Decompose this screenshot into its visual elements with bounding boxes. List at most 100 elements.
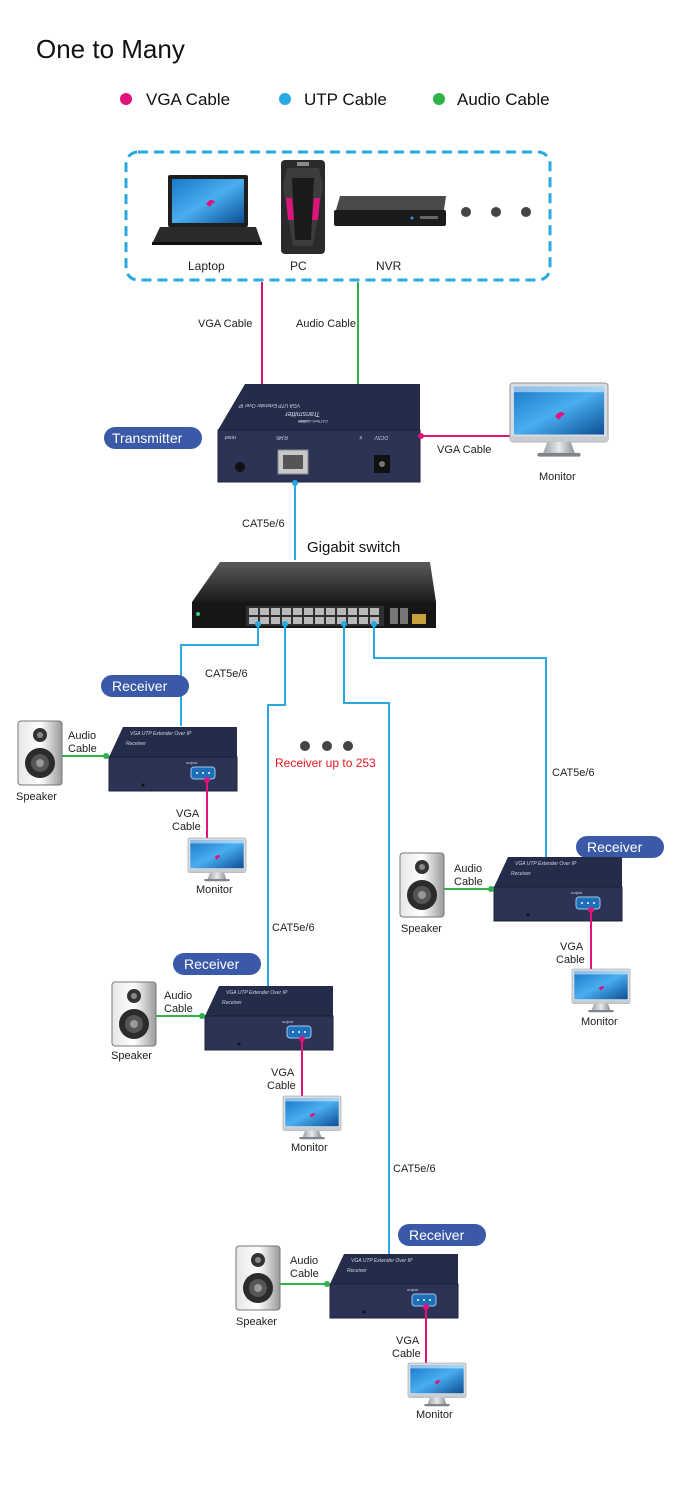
rx4-cat-label: CAT5e/6 [393,1163,436,1175]
vga-cable-source-label: VGA Cable [198,318,252,330]
cat-tx-switch-label: CAT5e/6 [242,518,285,530]
rx3-monitor-label: Monitor [581,1016,618,1028]
legend-utp-dot [279,93,291,105]
rx2-monitor-label: Monitor [291,1142,328,1154]
transmitter-front-line2: Transmitter [284,410,320,417]
rx2-pill [173,953,261,975]
rx2-vga-label-2: Cable [267,1080,296,1092]
rx3-speaker-label: Speaker [401,923,442,935]
utp-line-rx4 [343,624,390,1254]
legend-utp-label: UTP Cable [304,90,387,109]
transmitter-label: Transmitter [112,430,183,446]
rx3-speaker-icon [399,852,445,918]
legend-vga-label: VGA Cable [146,90,230,109]
rx3-front-port: output [571,890,583,895]
nvr-icon [334,196,446,226]
audio-cable-source-label: Audio Cable [296,318,356,330]
rx3-audio-dot [488,886,494,892]
rx4-monitor-icon [407,1362,467,1407]
legend: VGA Cable UTP Cable Audio Cable [120,90,550,109]
rx3-vga-label-2: Cable [556,954,585,966]
source-devices-group [124,150,552,282]
tx-monitor-icon [509,382,609,458]
rx1-pill [101,675,189,697]
rx3-vga-label-1: VGA [560,941,584,953]
transmitter-front-line1: VGA UTP Extender Over IP [238,402,300,408]
transmitter-pill [104,427,202,449]
rx1-speaker-label: Speaker [16,791,57,803]
rx2-audio-label-1: Audio [164,990,192,1002]
gigabit-switch-icon [192,562,436,628]
rx4-audio-label-1: Audio [290,1255,318,1267]
rx1-vga-label-1: VGA [176,808,200,820]
more-sources-dots [461,207,531,217]
rx2-speaker-label: Speaker [111,1050,152,1062]
rx3-monitor-icon [571,968,631,1013]
vga-cable-tx-monitor-label: VGA Cable [437,444,491,456]
rx4-front-port: output [407,1287,419,1292]
rx2-monitor-icon [282,1095,342,1140]
laptop-label: Laptop [188,259,225,273]
rx2-vga-label-1: VGA [271,1067,295,1079]
rx4-speaker-icon [235,1245,281,1311]
rx1-label: Receiver [112,678,168,694]
legend-audio-label: Audio Cable [457,90,550,109]
rx2-speaker-icon [111,981,157,1047]
transmitter-device [217,384,421,483]
rx2-vga-dot [299,1036,305,1042]
receiver-count-note: Receiver up to 253 [275,756,376,770]
rx3-front-line1: VGA UTP Extender Over IP [515,861,577,867]
rx1-audio-dot [103,753,109,759]
rx1-speaker-icon [17,720,63,786]
utp-tx-port-dot [292,480,298,486]
transmitter-port-ir: ir [359,434,362,440]
rx3-audio-label-1: Audio [454,863,482,875]
rx3-cat-label: CAT5e/6 [552,767,595,779]
rx1-vga-label-2: Cable [172,821,201,833]
rx1-front-port: output [186,760,198,765]
laptop-icon [152,175,262,245]
rx1-front-line2: Receiver [126,741,146,747]
tx-monitor-label: Monitor [539,471,576,483]
switch-port-dots [255,621,377,627]
rx4-audio-dot [324,1281,330,1287]
legend-vga-dot [120,93,132,105]
rx4-audio-label-2: Cable [290,1268,319,1280]
rx1-vga-dot [204,777,210,783]
transmitter-front-line4: 1080P [298,419,310,424]
transmitter-port-rj45: RJ45 [276,434,288,440]
pc-tower-icon [281,160,325,254]
rx2-front-line1: VGA UTP Extender Over IP [226,990,288,996]
rx2-front-port: output [282,1019,294,1024]
rx4-vga-dot [423,1304,429,1310]
rx2-cat-label: CAT5e/6 [272,922,315,934]
rx3-vga-dot [588,907,594,913]
rx3-front-line2: Receiver [511,871,531,877]
rx4-vga-label-2: Cable [392,1348,421,1360]
rx1-audio-label-1: Audio [68,730,96,742]
rx4-label: Receiver [409,1227,465,1243]
rx1-monitor-icon [187,837,247,882]
legend-audio-dot [433,93,445,105]
rx2-label: Receiver [184,956,240,972]
page-title: One to Many [36,34,185,64]
rx2-audio-label-2: Cable [164,1003,193,1015]
rx4-vga-label-1: VGA [396,1335,420,1347]
rx4-front-line1: VGA UTP Extender Over IP [351,1258,413,1264]
nvr-label: NVR [376,259,402,273]
utp-line-rx3 [373,624,547,866]
utp-distribution-lines [180,624,547,1254]
more-receivers-dots [300,741,353,751]
rx1-monitor-label: Monitor [196,884,233,896]
rx4-pill [398,1224,486,1246]
rx2-front-line2: Receiver [222,1000,242,1006]
vga-tx-port-dot [418,433,424,439]
rx4-monitor-label: Monitor [416,1409,453,1421]
rx1-cat-label: CAT5e/6 [205,668,248,680]
utp-line-rx2 [267,624,286,990]
transmitter-front-line3: CAT5e/6 ≤ 120m [297,419,328,424]
rx3-label: Receiver [587,839,643,855]
transmitter-port-dc: DC5V [374,434,388,440]
rx3-pill [576,836,664,858]
